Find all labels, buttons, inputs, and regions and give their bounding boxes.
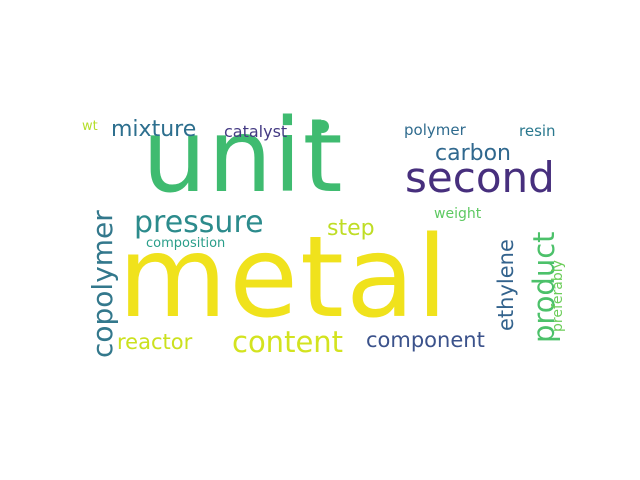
word-unit: unit xyxy=(142,97,344,216)
dot-mark xyxy=(316,120,329,133)
word-catalyst: catalyst xyxy=(224,122,288,141)
word-polymer: polymer xyxy=(404,121,466,139)
word-second: second xyxy=(405,153,555,202)
word-carbon: carbon xyxy=(435,141,511,166)
word-resin: resin xyxy=(519,122,556,140)
word-weight: weight xyxy=(434,206,482,222)
word-reactor: reactor xyxy=(117,330,193,354)
word-component: component xyxy=(366,328,485,352)
word-wt: wt xyxy=(82,119,98,134)
word-pressure: pressure xyxy=(134,205,264,240)
word-metal: metal xyxy=(118,213,450,343)
word-ethylene: ethylene xyxy=(494,239,518,331)
word-preferably: preferably xyxy=(550,260,566,332)
word-step: step xyxy=(327,216,375,241)
word-mixture: mixture xyxy=(111,117,197,142)
word-copolymer: copolymer xyxy=(86,210,119,358)
word-composition: composition xyxy=(146,236,226,251)
word-content: content xyxy=(232,325,344,359)
